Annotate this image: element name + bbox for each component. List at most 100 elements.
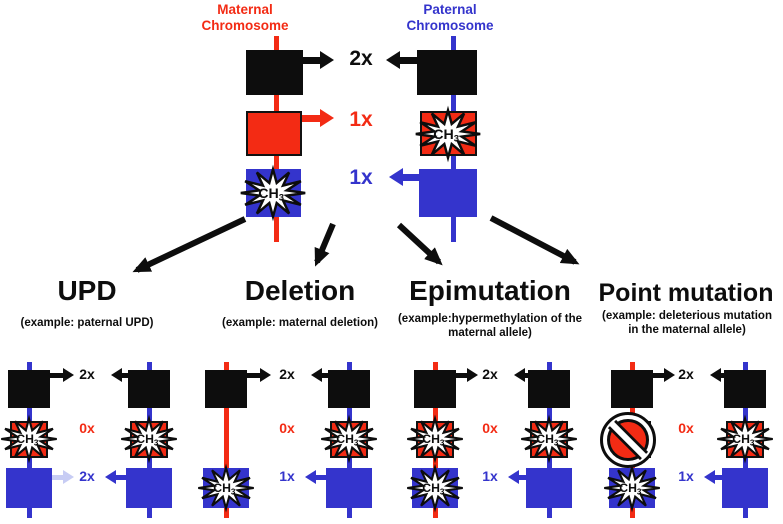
panel-title-upd: UPD (57, 275, 117, 306)
deletion-blue-box-right (326, 468, 372, 508)
arrow-head (320, 109, 334, 127)
upd-arrow-black-right (111, 368, 129, 382)
epimutation-arrow-black-right (514, 368, 529, 382)
arrow-shaft (525, 372, 529, 378)
arrow-shaft (303, 56, 320, 64)
prohibition-slash (609, 421, 647, 459)
point-mutation-arrow-black-right (710, 368, 725, 382)
panel-example-deletion: (example: maternal deletion) (222, 317, 378, 329)
panel-example-upd: (example: paternal UPD) (20, 317, 154, 329)
deletion-left-chromosome-line (224, 362, 229, 518)
arrow-shaft (302, 114, 320, 122)
panel-title-point-mutation: Point mutation (598, 279, 774, 307)
arrow-head (386, 51, 400, 69)
deletion-red-box-right (330, 421, 368, 458)
expression-arrow-black-maternal (303, 51, 334, 69)
arrow-head (320, 51, 334, 69)
diverging-arrow-upd (132, 216, 247, 273)
arrow-shaft (715, 474, 722, 480)
arrow-head (664, 368, 675, 382)
epimutation-black-box-right (528, 370, 570, 408)
expression-label-row1: 2x (349, 47, 373, 70)
epimutation-arrow-black-left (456, 368, 478, 382)
diverging-arrow-point-mutation (489, 215, 580, 265)
arrow-head (508, 470, 519, 484)
arrow-shaft (519, 474, 526, 480)
arrow-shaft (50, 372, 63, 378)
upd-black-box-right (128, 370, 170, 408)
upd-blue-box-left (6, 468, 52, 508)
upd-expression-row2: 0x (79, 420, 95, 436)
arrow-head (63, 470, 74, 484)
upd-arrow-blue-left-faded (52, 470, 74, 484)
point-mutation-black-box-left (611, 370, 653, 408)
epimutation-red-box-left-methylated (416, 421, 454, 458)
arrow-shaft (653, 372, 664, 378)
diverging-arrow-epimutation (396, 222, 443, 266)
panel-example-point-mutation: (example: deleterious mutation in the ma… (602, 310, 772, 336)
arrow-shaft (116, 474, 126, 480)
deletion-expression-row1: 2x (279, 366, 295, 382)
epimutation-blue-box-right (526, 468, 572, 508)
arrow-shaft (456, 372, 467, 378)
deletion-black-box-right (328, 370, 370, 408)
arrow-shaft (403, 173, 420, 181)
deletion-arrow-black-right (311, 368, 329, 382)
point-mutation-arrow-blue-right (704, 470, 722, 484)
upd-red-box-left (10, 421, 48, 458)
gene-box-black-maternal (246, 50, 303, 95)
paternal-chromosome-label: Paternal Chromosome (406, 2, 494, 33)
arrow-shaft (52, 474, 63, 480)
point-mutation-expression-row2: 0x (678, 420, 694, 436)
arrow-shaft (247, 372, 260, 378)
arrow-head (105, 470, 116, 484)
expression-label-row2: 1x (349, 108, 373, 131)
arrow-head (63, 368, 74, 382)
deletion-blue-box-left-methylated (203, 468, 249, 508)
expression-arrow-red-maternal (302, 109, 334, 127)
gene-box-blue-paternal (419, 169, 477, 217)
upd-black-box-left (8, 370, 50, 408)
point-mutation-blue-box-right (722, 468, 768, 508)
point-mutation-arrow-black-left (653, 368, 675, 382)
point-mutation-black-box-right (724, 370, 766, 408)
gene-box-red-maternal (246, 111, 302, 156)
gene-box-blue-maternal-methylated (246, 169, 301, 217)
arrow-shaft (400, 56, 417, 64)
arrow-shaft (316, 474, 326, 480)
upd-arrow-blue-right (105, 470, 126, 484)
arrow-head (514, 368, 525, 382)
epimutation-expression-row1: 2x (482, 366, 498, 382)
upd-red-box-right (130, 421, 168, 458)
deletion-expression-row3: 1x (279, 468, 295, 484)
epimutation-expression-row2: 0x (482, 420, 498, 436)
gene-box-red-paternal-methylated (420, 111, 477, 156)
panel-title-deletion: Deletion (244, 275, 356, 306)
prohibition-icon (600, 412, 656, 468)
point-mutation-expression-row1: 2x (678, 366, 694, 382)
arrow-head (260, 368, 271, 382)
upd-expression-row1: 2x (79, 366, 95, 382)
point-mutation-expression-row3: 1x (678, 468, 694, 484)
deletion-arrow-blue-right (305, 470, 326, 484)
panel-example-epimutation: (example:hypermethylation of the materna… (397, 313, 583, 339)
arrow-head (305, 470, 316, 484)
arrow-head (389, 168, 403, 186)
expression-arrow-black-paternal (386, 51, 417, 69)
point-mutation-blue-box-left-methylated (609, 468, 655, 508)
arrow-shaft (721, 372, 725, 378)
upd-blue-box-right (126, 468, 172, 508)
deletion-arrow-black-left (247, 368, 271, 382)
upd-arrow-black-left (50, 368, 74, 382)
epimutation-red-box-right (530, 421, 568, 458)
arrow-head (710, 368, 721, 382)
diverging-arrow-deletion (314, 222, 336, 267)
epimutation-black-box-left (414, 370, 456, 408)
epimutation-expression-row3: 1x (482, 468, 498, 484)
maternal-chromosome-label: Maternal Chromosome (201, 2, 289, 33)
point-mutation-red-box-right (726, 421, 764, 458)
upd-expression-row3: 2x (79, 468, 95, 484)
arrow-head (311, 368, 322, 382)
